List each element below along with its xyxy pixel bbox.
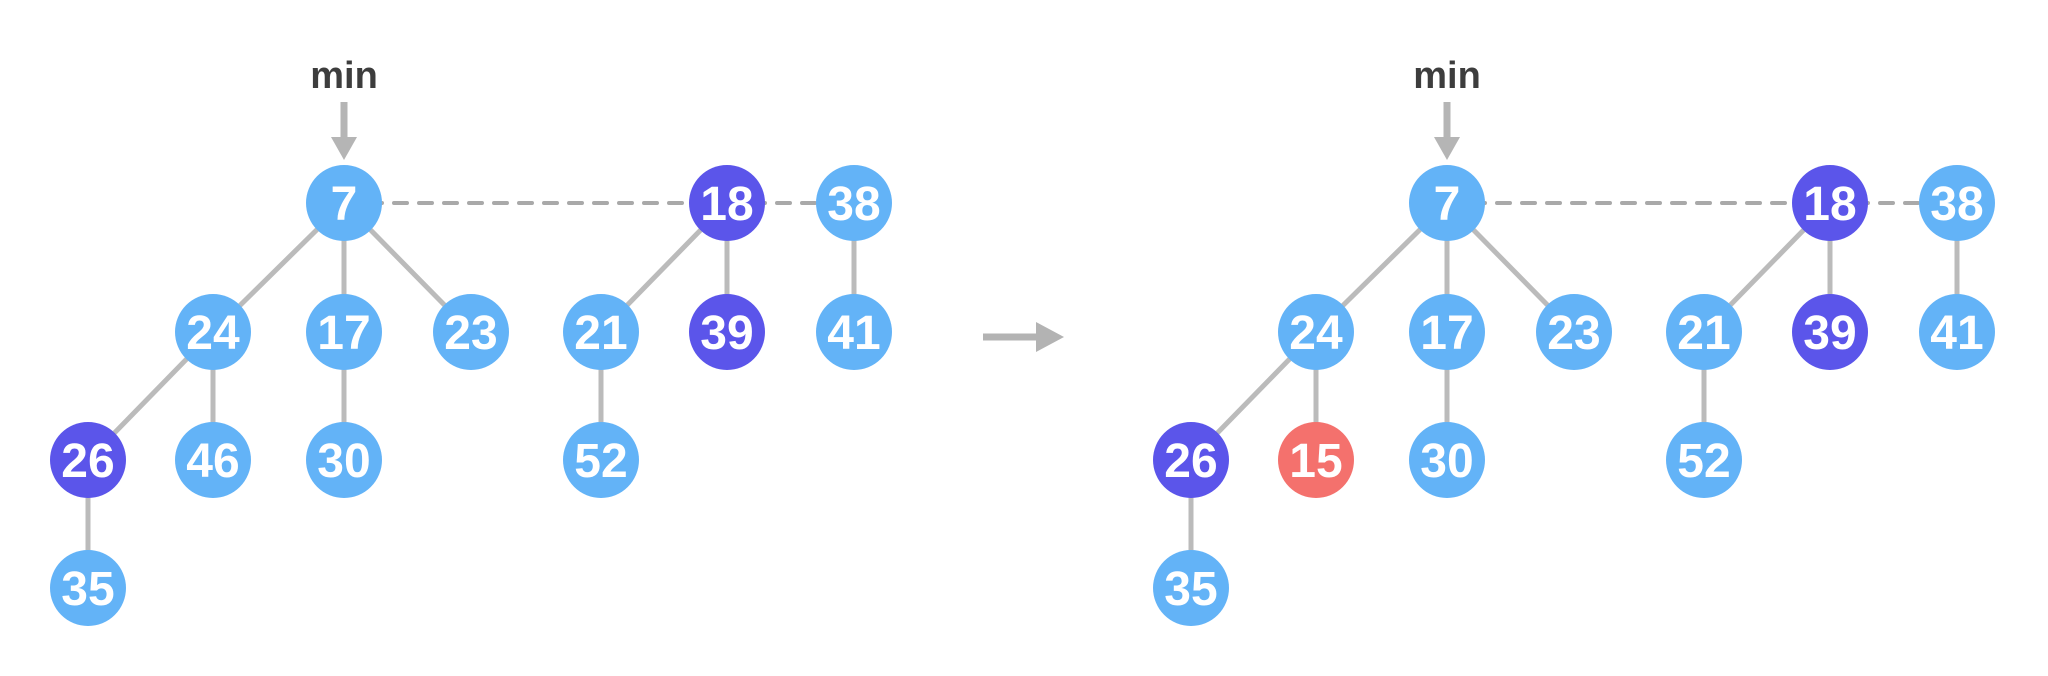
node-circle-23	[433, 294, 509, 370]
heap-node-after-17: 17	[1409, 294, 1485, 370]
node-circle-24	[1278, 294, 1354, 370]
node-label-52: 52	[574, 435, 627, 488]
heap-node-before-26: 26	[50, 422, 126, 498]
node-circle-23	[1536, 294, 1612, 370]
node-circle-38	[1919, 165, 1995, 241]
heap-before: 7 18 38 24 17 23 21 39 41 26 46 30 52 35 min	[50, 55, 892, 626]
node-label-7: 7	[1434, 178, 1461, 231]
node-label-52: 52	[1677, 435, 1730, 488]
node-circle-26	[50, 422, 126, 498]
node-circle-30	[1409, 422, 1485, 498]
node-label-38: 38	[827, 178, 880, 231]
heap-node-after-26: 26	[1153, 422, 1229, 498]
node-label-30: 30	[1420, 435, 1473, 488]
node-label-23: 23	[1547, 307, 1600, 360]
min-label-after: min	[1413, 55, 1481, 97]
heap-node-after-21: 21	[1666, 294, 1742, 370]
node-circle-39	[1792, 294, 1868, 370]
node-label-15: 15	[1289, 435, 1342, 488]
node-circle-30	[306, 422, 382, 498]
node-label-41: 41	[1930, 307, 1983, 360]
heap-node-after-23: 23	[1536, 294, 1612, 370]
node-circle-18	[689, 165, 765, 241]
heap-node-after-38: 38	[1919, 165, 1995, 241]
node-circle-41	[816, 294, 892, 370]
heap-node-before-52: 52	[563, 422, 639, 498]
node-circle-52	[1666, 422, 1742, 498]
heap-node-before-21: 21	[563, 294, 639, 370]
node-circle-17	[1409, 294, 1485, 370]
heap-node-after-35: 35	[1153, 550, 1229, 626]
node-circle-21	[563, 294, 639, 370]
node-circle-24	[175, 294, 251, 370]
heap-node-before-23: 23	[433, 294, 509, 370]
node-label-39: 39	[1803, 307, 1856, 360]
node-label-41: 41	[827, 307, 880, 360]
heap-node-before-24: 24	[175, 294, 251, 370]
node-circle-7	[1409, 165, 1485, 241]
node-label-39: 39	[700, 307, 753, 360]
heap-node-before-39: 39	[689, 294, 765, 370]
node-label-35: 35	[1164, 563, 1217, 616]
node-label-18: 18	[700, 178, 753, 231]
node-label-26: 26	[1164, 435, 1217, 488]
node-label-17: 17	[317, 307, 370, 360]
node-label-26: 26	[61, 435, 114, 488]
node-circle-38	[816, 165, 892, 241]
heap-node-before-17: 17	[306, 294, 382, 370]
node-circle-17	[306, 294, 382, 370]
min-arrow-head-after	[1434, 137, 1460, 160]
node-circle-7	[306, 165, 382, 241]
node-label-30: 30	[317, 435, 370, 488]
heap-node-after-7: 7	[1409, 165, 1485, 241]
node-label-21: 21	[574, 307, 627, 360]
heap-node-after-24: 24	[1278, 294, 1354, 370]
node-label-21: 21	[1677, 307, 1730, 360]
min-arrow-head-before	[331, 137, 357, 160]
node-circle-35	[50, 550, 126, 626]
heap-node-before-46: 46	[175, 422, 251, 498]
node-circle-52	[563, 422, 639, 498]
heap-node-before-35: 35	[50, 550, 126, 626]
heap-node-after-52: 52	[1666, 422, 1742, 498]
node-label-38: 38	[1930, 178, 1983, 231]
heap-node-before-30: 30	[306, 422, 382, 498]
node-label-23: 23	[444, 307, 497, 360]
heap-node-before-38: 38	[816, 165, 892, 241]
node-label-46: 46	[186, 435, 239, 488]
heap-node-after-15: 15	[1278, 422, 1354, 498]
min-label-before: min	[310, 55, 378, 97]
node-label-35: 35	[61, 563, 114, 616]
heap-after: 7 18 38 24 17 23 21 39 41 26 15 30 52 35 min	[1153, 55, 1995, 626]
heap-node-before-41: 41	[816, 294, 892, 370]
heap-node-before-18: 18	[689, 165, 765, 241]
heap-node-after-39: 39	[1792, 294, 1868, 370]
node-label-7: 7	[331, 178, 358, 231]
transition-arrow-head	[1036, 322, 1064, 352]
node-circle-35	[1153, 550, 1229, 626]
node-label-24: 24	[186, 307, 240, 360]
heap-node-before-7: 7	[306, 165, 382, 241]
node-label-18: 18	[1803, 178, 1856, 231]
heap-node-after-30: 30	[1409, 422, 1485, 498]
node-circle-18	[1792, 165, 1868, 241]
node-circle-39	[689, 294, 765, 370]
node-label-17: 17	[1420, 307, 1473, 360]
heap-node-after-18: 18	[1792, 165, 1868, 241]
node-circle-46	[175, 422, 251, 498]
node-circle-26	[1153, 422, 1229, 498]
node-circle-21	[1666, 294, 1742, 370]
transition-arrow	[983, 322, 1064, 352]
node-circle-15	[1278, 422, 1354, 498]
node-circle-41	[1919, 294, 1995, 370]
heap-node-after-41: 41	[1919, 294, 1995, 370]
node-label-24: 24	[1289, 307, 1343, 360]
